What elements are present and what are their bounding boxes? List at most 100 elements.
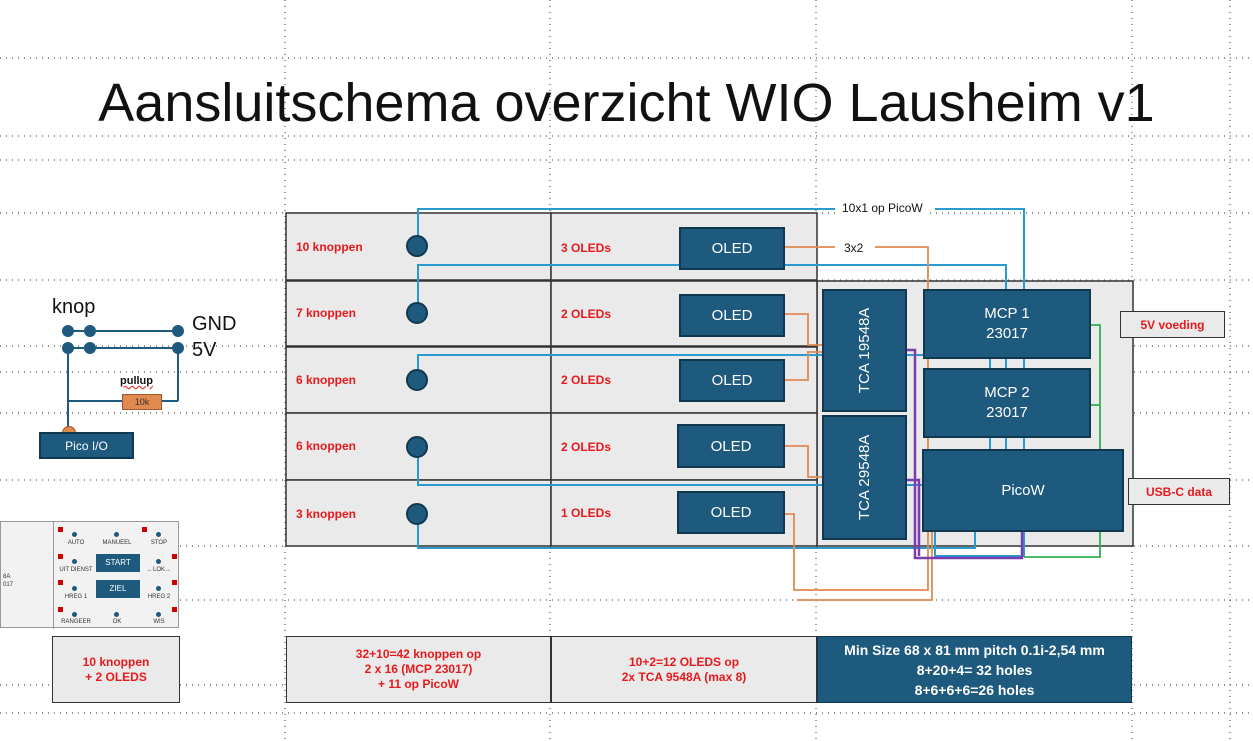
panel-btn-stop: STOP — [150, 540, 168, 546]
row4-oleds: 2 OLEDs — [561, 440, 612, 454]
row4-oled: OLED — [677, 424, 785, 468]
knop-pin-2 — [84, 325, 96, 337]
resistor: 10k — [122, 394, 162, 410]
row5-buttons: 3 knoppen — [296, 507, 357, 521]
tca2-line1: TCA 2 — [855, 478, 873, 521]
summary-buttons-line2: 2 x 16 (MCP 23017) — [364, 662, 473, 676]
row5-button-icon — [406, 503, 428, 525]
summary-oleds-line2: 2x TCA 9548A (max 8) — [621, 669, 747, 684]
row2-oleds: 2 OLEDs — [561, 307, 612, 321]
summary-buttons-line1: 32+10=42 knoppen op — [355, 647, 482, 661]
panel-led — [156, 559, 161, 564]
panel-indicator — [172, 554, 177, 559]
summary-oleds: 10+2=12 OLEDS op 2x TCA 9548A (max 8) — [551, 636, 817, 703]
pullup-label: pullup — [120, 375, 153, 387]
row3-oleds: 2 OLEDs — [561, 373, 612, 387]
knop-pin-4 — [84, 342, 96, 354]
panel-led — [72, 532, 77, 537]
panel-led — [114, 532, 119, 537]
panel-btn-rangeer: RANGEER — [61, 619, 91, 625]
panel-btn-lok: ←LOK→ — [146, 567, 171, 573]
panel-led — [114, 612, 119, 617]
panel-grid: AUTO MANUEEL STOP UIT DIENST START ←LOK→… — [53, 522, 181, 629]
pico-note: 10x1 op PicoW — [840, 201, 925, 215]
summary-size: Min Size 68 x 81 mm pitch 0.1i-2,54 mm 8… — [817, 636, 1132, 703]
tca1-chip: TCA 1 9548A — [822, 289, 907, 412]
mcp2-line2: 23017 — [986, 404, 1028, 421]
5v-pin — [172, 342, 184, 354]
knop-pin-1 — [62, 325, 74, 337]
row1-buttons: 10 knoppen — [296, 240, 363, 254]
panel-indicator — [58, 554, 63, 559]
row4-button-icon — [406, 436, 428, 458]
row3-buttons: 6 knoppen — [296, 373, 357, 387]
green-wires — [1024, 324, 1101, 558]
summary-oleds-line1: 10+2=12 OLEDS op — [628, 654, 740, 669]
tca1-line1: TCA 1 — [855, 351, 873, 394]
panel-btn-wis: WIS — [153, 619, 165, 625]
row3-oled: OLED — [679, 359, 785, 402]
gnd-label: GND — [192, 313, 237, 335]
power-label: 5V voeding — [1120, 311, 1225, 338]
panel-side-text-1: 8A — [3, 574, 11, 580]
panel-led — [72, 586, 77, 591]
row4-buttons: 6 knoppen — [296, 439, 357, 453]
summary-size-line3: 8+6+6+6=26 holes — [914, 681, 1035, 698]
row1-button-icon — [406, 235, 428, 257]
summary-buttons: 32+10=42 knoppen op 2 x 16 (MCP 23017) +… — [286, 636, 551, 703]
panel-indicator — [142, 527, 147, 532]
row3-button-icon — [406, 369, 428, 391]
page-title: Aansluitschema overzicht WIO Lausheim v1 — [98, 73, 1155, 133]
panel-indicator — [58, 580, 63, 585]
gnd-pin — [172, 325, 184, 337]
usb-label: USB-C data — [1128, 478, 1230, 505]
tca2-line2: 9548A — [855, 434, 873, 479]
summary-buttons-line3: + 11 op PicoW — [377, 677, 460, 691]
tca2-chip: TCA 2 9548A — [822, 415, 907, 540]
panel-led — [156, 586, 161, 591]
panel-btn-ziel: ZIEL — [96, 580, 140, 598]
tca1-line2: 9548A — [855, 307, 873, 352]
panel-indicator — [172, 580, 177, 585]
panel-btn-auto: AUTO — [67, 540, 85, 546]
panel-led — [156, 612, 161, 617]
summary-size-line1: Min Size 68 x 81 mm pitch 0.1i-2,54 mm — [844, 641, 1105, 658]
oled-note: 3x2 — [842, 241, 866, 255]
picow-chip: PicoW — [922, 449, 1124, 532]
panel-btn-uit-dienst: UIT DIENST — [59, 567, 93, 573]
panel-btn-hreg1: HREG 1 — [64, 594, 88, 600]
summary-left-line1: 10 knoppen — [82, 654, 150, 669]
row2-button-icon — [406, 302, 428, 324]
panel-btn-start: START — [96, 554, 140, 572]
mcp1-line1: MCP 1 — [984, 305, 1030, 322]
panel-btn-hreg2: HREG 2 — [147, 594, 171, 600]
panel-led — [72, 612, 77, 617]
row5-oled: OLED — [677, 491, 785, 534]
summary-left-line2: + 2 OLEDS — [85, 669, 147, 684]
row1-oled: OLED — [679, 227, 785, 270]
pico-io-box: Pico I/O — [39, 432, 134, 459]
mcp1-line2: 23017 — [986, 325, 1028, 342]
panel-indicator — [58, 607, 63, 612]
5v-label: 5V — [192, 339, 217, 361]
summary-size-line2: 8+20+4= 32 holes — [916, 661, 1033, 678]
knop-pin-3 — [62, 342, 74, 354]
panel-btn-ok: OK — [112, 619, 122, 625]
panel-indicator — [172, 607, 177, 612]
purple-wires — [906, 348, 1024, 560]
knop-label: knop — [52, 296, 96, 318]
panel-btn-manueel: MANUEEL — [102, 540, 132, 546]
panel-led — [72, 559, 77, 564]
row1-oleds: 3 OLEDs — [561, 241, 612, 255]
panel-side-text-2: 017 — [3, 582, 14, 588]
mcp2-chip: MCP 2 23017 — [923, 368, 1091, 438]
mcp1-chip: MCP 1 23017 — [923, 289, 1091, 359]
panel-led — [156, 532, 161, 537]
row2-oled: OLED — [679, 294, 785, 337]
row2-buttons: 7 knoppen — [296, 306, 357, 320]
control-panel: 8A 017 AUTO MANUEEL STOP UIT DIENST STAR… — [0, 521, 181, 629]
mcp2-line1: MCP 2 — [984, 384, 1030, 401]
row5-oleds: 1 OLEDs — [561, 506, 612, 520]
panel-indicator — [58, 527, 63, 532]
summary-left: 10 knoppen + 2 OLEDS — [52, 636, 180, 703]
